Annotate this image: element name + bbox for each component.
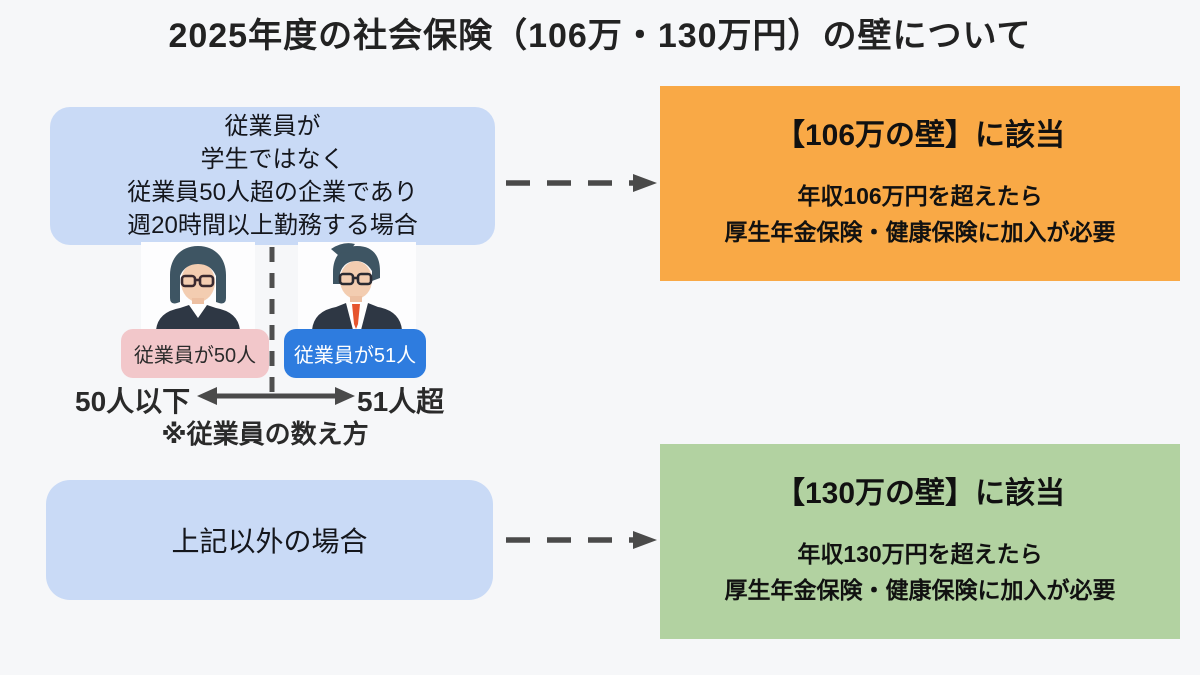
condition-line: 従業員50人超の企業であり — [127, 179, 418, 206]
condition-line: 従業員が — [224, 113, 321, 140]
employee-count-note: ※従業員の数え方 — [161, 419, 369, 449]
condition-box-other: 上記以外の場合 — [46, 480, 493, 600]
page-title: 2025年度の社会保険（106万・130万円）の壁について — [168, 17, 1032, 55]
result-106-body-line: 年収106万円を超えたら — [797, 183, 1043, 209]
condition-line: 週20時間以上勤務する場合 — [127, 212, 418, 239]
dashed-arrow-icon — [506, 531, 657, 549]
badge-employees-51: 従業員が51人 — [284, 329, 426, 378]
male-employee-icon — [298, 242, 416, 330]
result-106-body-line: 厚生年金保険・健康保険に加入が必要 — [724, 219, 1116, 245]
result-130-body: 年収130万円を超えたら 厚生年金保険・健康保険に加入が必要 — [725, 536, 1116, 608]
condition-line: 学生ではなく — [200, 146, 345, 173]
female-employee-icon — [141, 242, 255, 330]
caption-51-or-more: 51人超 — [357, 386, 445, 417]
result-106-body: 年収106万円を超えたら 厚生年金保険・健康保険に加入が必要 — [725, 178, 1116, 250]
result-130-heading: 【130万の壁】に該当 — [774, 477, 1066, 510]
result-130-body-line: 厚生年金保険・健康保険に加入が必要 — [724, 577, 1116, 603]
condition-box-top: 従業員が 学生ではなく 従業員50人超の企業であり 週20時間以上勤務する場合 — [50, 107, 495, 245]
result-106-heading: 【106万の壁】に該当 — [774, 119, 1066, 152]
badge-employees-50: 従業員が50人 — [121, 329, 269, 378]
result-box-106: 【106万の壁】に該当 年収106万円を超えたら 厚生年金保険・健康保険に加入が… — [660, 86, 1180, 281]
dashed-divider-line — [269, 247, 275, 403]
caption-50-or-less: 50人以下 — [75, 386, 191, 417]
result-130-body-line: 年収130万円を超えたら — [797, 541, 1043, 567]
double-headed-arrow-icon — [197, 387, 355, 405]
dashed-arrow-icon — [506, 174, 657, 192]
condition-other-label: 上記以外の場合 — [171, 526, 368, 557]
result-box-130: 【130万の壁】に該当 年収130万円を超えたら 厚生年金保険・健康保険に加入が… — [660, 444, 1180, 639]
